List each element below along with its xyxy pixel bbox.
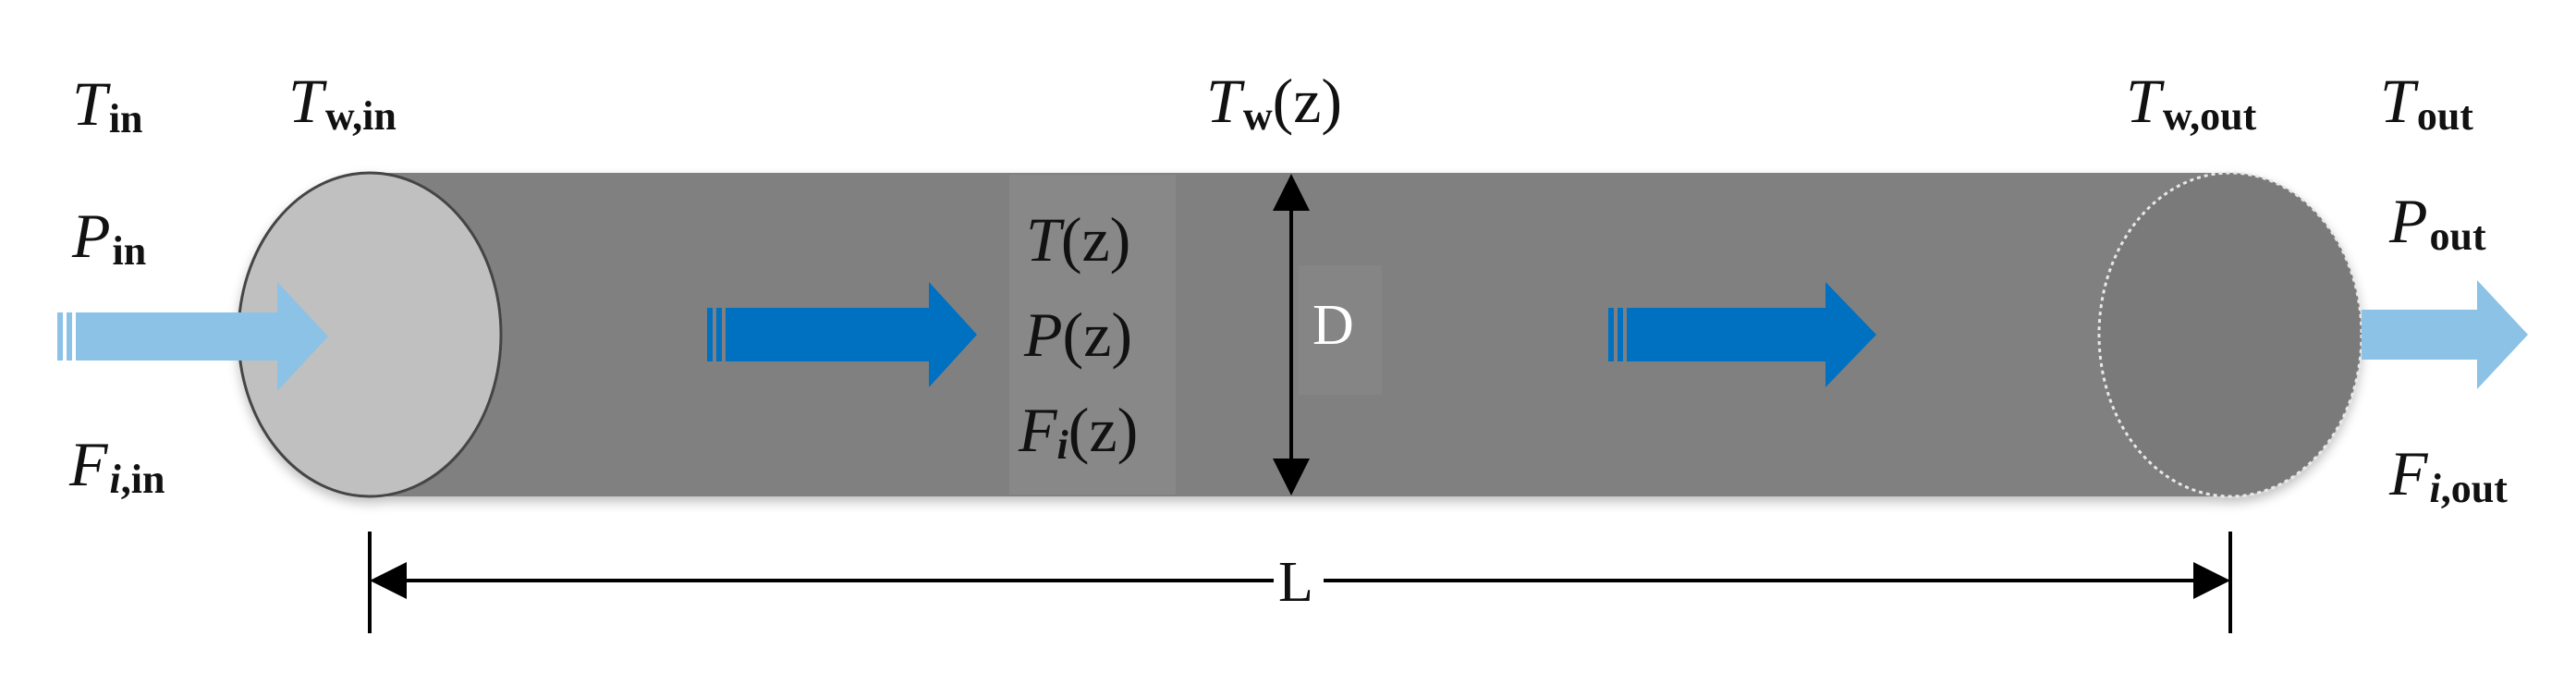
inlet-wall-temperature-label: Tw,in [288,66,397,139]
inlet-flow-label: Fi,in [68,429,165,502]
length-dimension [368,532,2232,633]
outlet-temperature-label: Tout [2380,66,2473,139]
center-label-panel [1009,175,1176,495]
flow-direction-arrow-icon [1608,282,1876,387]
inlet-temperature-label: Tin [72,68,143,141]
flow-direction-arrow-icon [707,282,977,387]
diameter-label-panel [1299,265,1382,395]
outlet-wall-temperature-label: Tw,out [2126,66,2257,139]
length-label: L [1278,551,1313,614]
inlet-pressure-label: Pin [71,201,146,274]
outlet-flow-label: Fi,out [2388,438,2508,511]
flow-profile-label: Fi(z) [1018,395,1138,468]
outlet-flow-arrow-icon [2362,280,2528,389]
temperature-profile-label: T(z) [1026,204,1130,275]
wall-temperature-profile-label: Tw(z) [1206,66,1342,139]
outlet-pressure-label: Pout [2388,186,2486,259]
diameter-label: D [1312,294,1354,357]
outlet-face [2099,173,2362,496]
inlet-flow-arrow-icon [57,282,328,391]
pressure-profile-label: P(z) [1023,300,1132,370]
